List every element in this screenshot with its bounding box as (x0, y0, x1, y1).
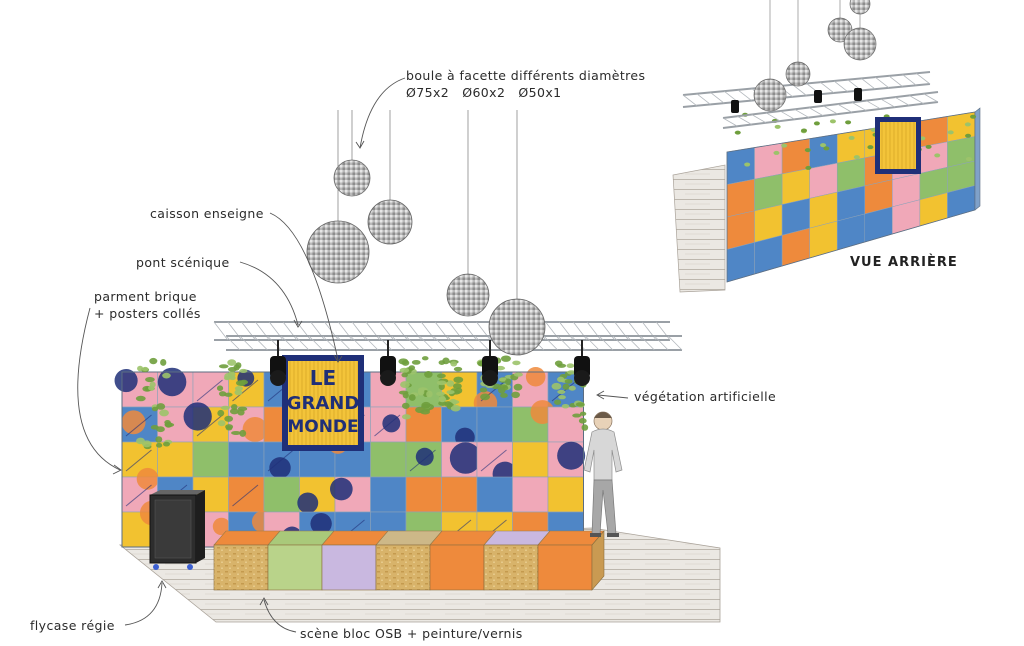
flightcase (149, 490, 205, 570)
sign-line-1: LE (310, 366, 336, 390)
disco-balls (306, 110, 546, 356)
leader-lines (77, 77, 629, 633)
sign-line-3: MONDE (287, 417, 358, 437)
rear-view-illustration (672, 0, 981, 293)
sign-box-label: caisson enseigne (150, 206, 264, 221)
sign-box: LE GRAND MONDE (282, 355, 364, 451)
human-figure (583, 411, 623, 537)
disco-ball-sizes-label: Ø75x2 Ø60x2 Ø50x1 (406, 85, 562, 100)
truss-label: pont scénique (136, 255, 230, 270)
brick-wall-label-line2: + posters collés (94, 306, 201, 321)
flightcase-label: flycase régie (30, 618, 115, 633)
disco-ball-label: boule à facette différents diamètres (406, 68, 646, 83)
artificial-vegetation (135, 355, 589, 450)
sign-line-2: GRAND (287, 393, 360, 414)
osb-stage (213, 530, 605, 591)
vegetation-label: végétation artificielle (634, 389, 777, 404)
spotlights (270, 340, 590, 386)
rear-view-title: VUE ARRIÈRE (850, 255, 958, 270)
stage-label: scène bloc OSB + peinture/vernis (300, 626, 523, 641)
brick-wall-label-line1: parment brique (94, 289, 197, 304)
stage-truss (213, 321, 683, 351)
